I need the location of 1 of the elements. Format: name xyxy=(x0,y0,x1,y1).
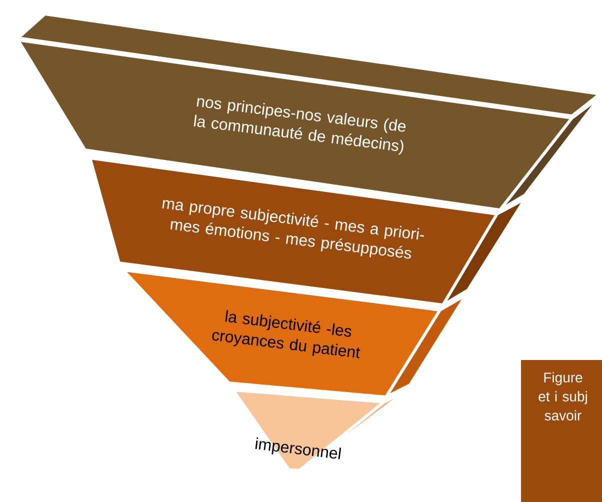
caption-box: Figure et i subj savoir xyxy=(521,360,602,502)
